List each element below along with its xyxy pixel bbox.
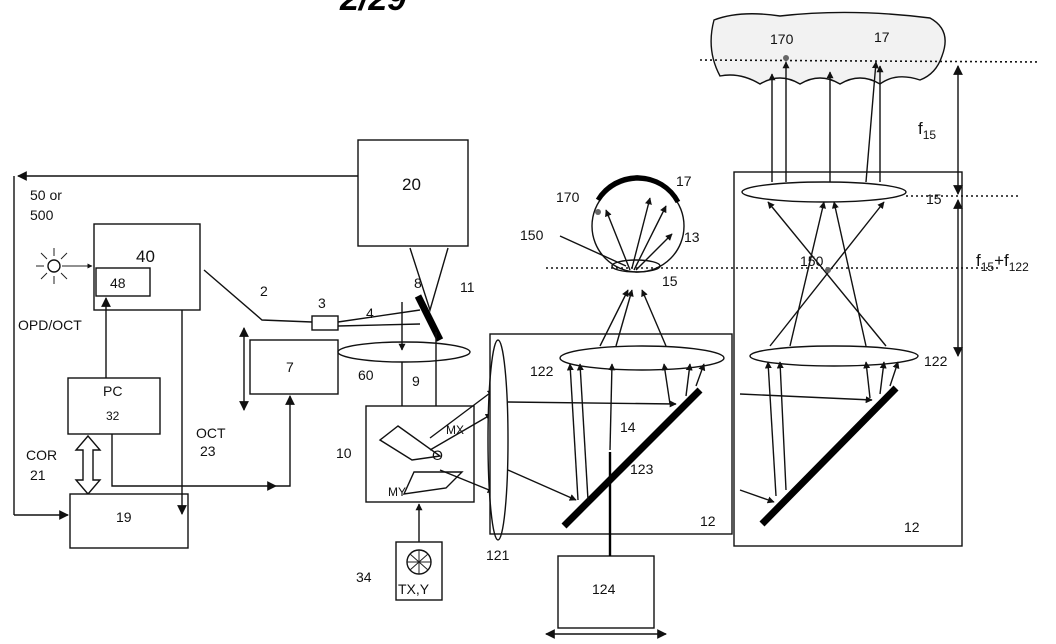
lens-15-right xyxy=(741,181,907,203)
lens-121 xyxy=(487,339,509,541)
box-19 xyxy=(69,493,189,549)
label-cor: COR xyxy=(26,447,57,463)
galvo-mirror-mx xyxy=(378,425,442,461)
label-50-or: 50 or xyxy=(30,187,62,203)
label-122-right: 122 xyxy=(924,353,948,369)
beam-4b xyxy=(337,323,421,327)
label-2: 2 xyxy=(260,283,268,299)
module-12-left-beams xyxy=(507,363,706,501)
label-170-left: 170 xyxy=(556,189,580,205)
retina-arc-17 xyxy=(595,175,681,204)
focus-150-right xyxy=(825,267,831,273)
label-32: 32 xyxy=(106,409,120,423)
scanner-box-10 xyxy=(365,405,475,503)
label-13: 13 xyxy=(684,229,700,245)
label-12-right: 12 xyxy=(904,519,920,535)
label-14: 14 xyxy=(620,419,636,435)
label-11: 11 xyxy=(460,279,475,295)
label-20: 20 xyxy=(402,175,421,194)
label-15-left: 15 xyxy=(662,273,678,289)
label-my: MY xyxy=(388,485,406,499)
module-12-right xyxy=(733,171,963,547)
label-opd-oct: OPD/OCT xyxy=(18,317,82,333)
lens-60 xyxy=(337,341,471,363)
label-10: 10 xyxy=(336,445,352,461)
page-header: 2/29 xyxy=(339,0,406,18)
stage-box-124 xyxy=(557,555,655,629)
scan-beam-3 xyxy=(439,469,495,493)
label-f15-f122: f15+f122 xyxy=(976,251,1029,274)
feedback-line-20 xyxy=(13,171,358,520)
point-170-right xyxy=(783,55,789,61)
eye-beams xyxy=(559,197,673,347)
cor-double-arrow xyxy=(74,434,102,496)
label-17-left: 17 xyxy=(676,173,692,189)
label-122-left: 122 xyxy=(530,363,554,379)
mirror-right xyxy=(759,385,899,527)
label-8: 8 xyxy=(414,275,422,291)
label-60: 60 xyxy=(358,367,374,383)
box-20 xyxy=(357,139,469,247)
line-oct-to-7 xyxy=(276,395,295,487)
label-23: 23 xyxy=(200,443,216,459)
box-pc-32 xyxy=(67,377,161,435)
label-150-right: 150 xyxy=(800,253,824,269)
light-source-icon xyxy=(36,248,93,284)
label-40: 40 xyxy=(136,247,155,266)
label-4: 4 xyxy=(366,305,374,321)
label-txy: TX,Y xyxy=(398,581,430,597)
point-170-left xyxy=(595,209,601,215)
lens-122-left xyxy=(559,345,725,371)
label-34: 34 xyxy=(356,569,372,585)
label-124: 124 xyxy=(592,581,616,597)
label-7: 7 xyxy=(286,359,294,375)
label-500: 500 xyxy=(30,207,54,223)
box-48 xyxy=(95,267,151,297)
scan-beam-2 xyxy=(429,413,493,451)
label-121: 121 xyxy=(486,547,510,563)
fiber-2 xyxy=(203,269,313,323)
label-123: 123 xyxy=(630,461,654,477)
lens-122-right xyxy=(749,345,919,367)
box-7 xyxy=(249,339,339,395)
label-pc: PC xyxy=(103,383,122,399)
label-9: 9 xyxy=(412,373,420,389)
line-pc-to-oct xyxy=(111,434,277,491)
beam-4 xyxy=(337,309,421,323)
label-170-right: 170 xyxy=(770,31,794,47)
tissue-sample xyxy=(710,11,946,85)
label-oct: OCT xyxy=(196,425,226,441)
label-15-right: 15 xyxy=(926,191,942,207)
tissue-dotted-line xyxy=(699,59,1041,63)
label-f15: f15 xyxy=(918,119,936,142)
label-17-right: 17 xyxy=(874,29,890,45)
label-48: 48 xyxy=(110,275,126,291)
label-3: 3 xyxy=(318,295,326,311)
scan-beam-1 xyxy=(429,389,495,439)
label-19: 19 xyxy=(116,509,132,525)
label-12-left: 12 xyxy=(700,513,716,529)
box-40 xyxy=(93,223,201,311)
collimator-3 xyxy=(311,315,339,331)
label-o: O xyxy=(432,447,443,463)
label-150-left: 150 xyxy=(520,227,544,243)
label-21: 21 xyxy=(30,467,46,483)
module-12-right-beams xyxy=(739,61,900,504)
mirror-123 xyxy=(561,387,703,529)
eye-lens-15 xyxy=(611,259,661,273)
beam-11 xyxy=(409,247,449,313)
